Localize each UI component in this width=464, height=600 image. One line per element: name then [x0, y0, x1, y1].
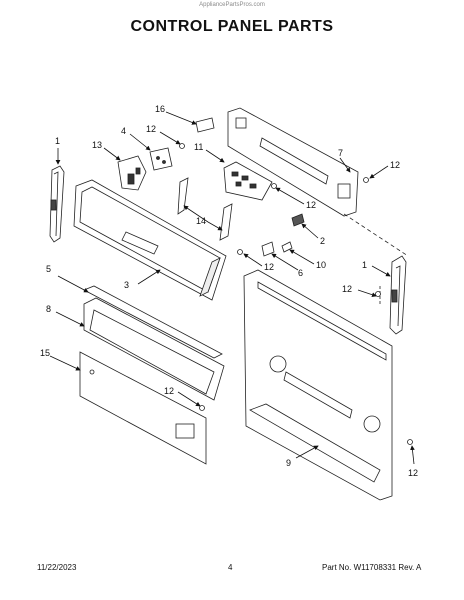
callout-7: 7: [338, 148, 343, 158]
callout-1-right: 1: [362, 260, 367, 270]
panel-15: [79, 351, 207, 465]
side-bracket-left: [49, 165, 65, 243]
callout-6: 6: [298, 268, 303, 278]
callout-12-g: 12: [408, 468, 418, 478]
callout-12-a: 12: [146, 124, 156, 134]
callout-16: 16: [155, 104, 165, 114]
leader-lines: [49, 111, 415, 465]
rail-5: [83, 285, 223, 359]
callout-12-c: 12: [306, 200, 316, 210]
footer-part-number: Part No. W11708331 Rev. A: [322, 563, 422, 572]
footer-date: 11/22/2023: [37, 563, 77, 572]
control-panel-bezel: [73, 179, 227, 301]
callout-12-f: 12: [164, 386, 174, 396]
component-6: [261, 241, 275, 257]
callout-10: 10: [316, 260, 326, 270]
site-watermark: AppliancePartsPros.com: [199, 2, 265, 8]
bracket-14: [177, 177, 233, 241]
callout-15: 15: [40, 348, 50, 358]
callout-11: 11: [194, 142, 203, 152]
side-bracket-right: [389, 255, 407, 335]
callout-12-e: 12: [342, 284, 352, 294]
callout-1-left: 1: [55, 136, 60, 146]
callout-numbers: 1 16 4 12 13 11 7 12 12 14 2 12 6 10 1 1…: [40, 104, 418, 478]
callout-14: 14: [196, 216, 206, 226]
page-title: CONTROL PANEL PARTS: [130, 18, 334, 35]
callout-12-b: 12: [390, 160, 400, 170]
callout-5: 5: [46, 264, 51, 274]
mounting-bracket-4: [149, 147, 173, 171]
component-2: [291, 213, 305, 227]
callout-2: 2: [320, 236, 325, 246]
callout-9: 9: [286, 458, 291, 468]
rear-panel-7: [227, 107, 359, 217]
callout-8: 8: [46, 304, 51, 314]
control-board-11: [223, 161, 273, 201]
clip-16: [195, 117, 215, 133]
back-panel-9: [243, 269, 393, 501]
callout-3: 3: [124, 280, 129, 290]
callout-12-d: 12: [264, 262, 274, 272]
callout-4: 4: [121, 126, 126, 136]
callout-13: 13: [92, 140, 102, 150]
mounting-bracket-13: [117, 155, 147, 191]
footer-page-number: 4: [228, 563, 233, 572]
component-10: [281, 241, 293, 253]
